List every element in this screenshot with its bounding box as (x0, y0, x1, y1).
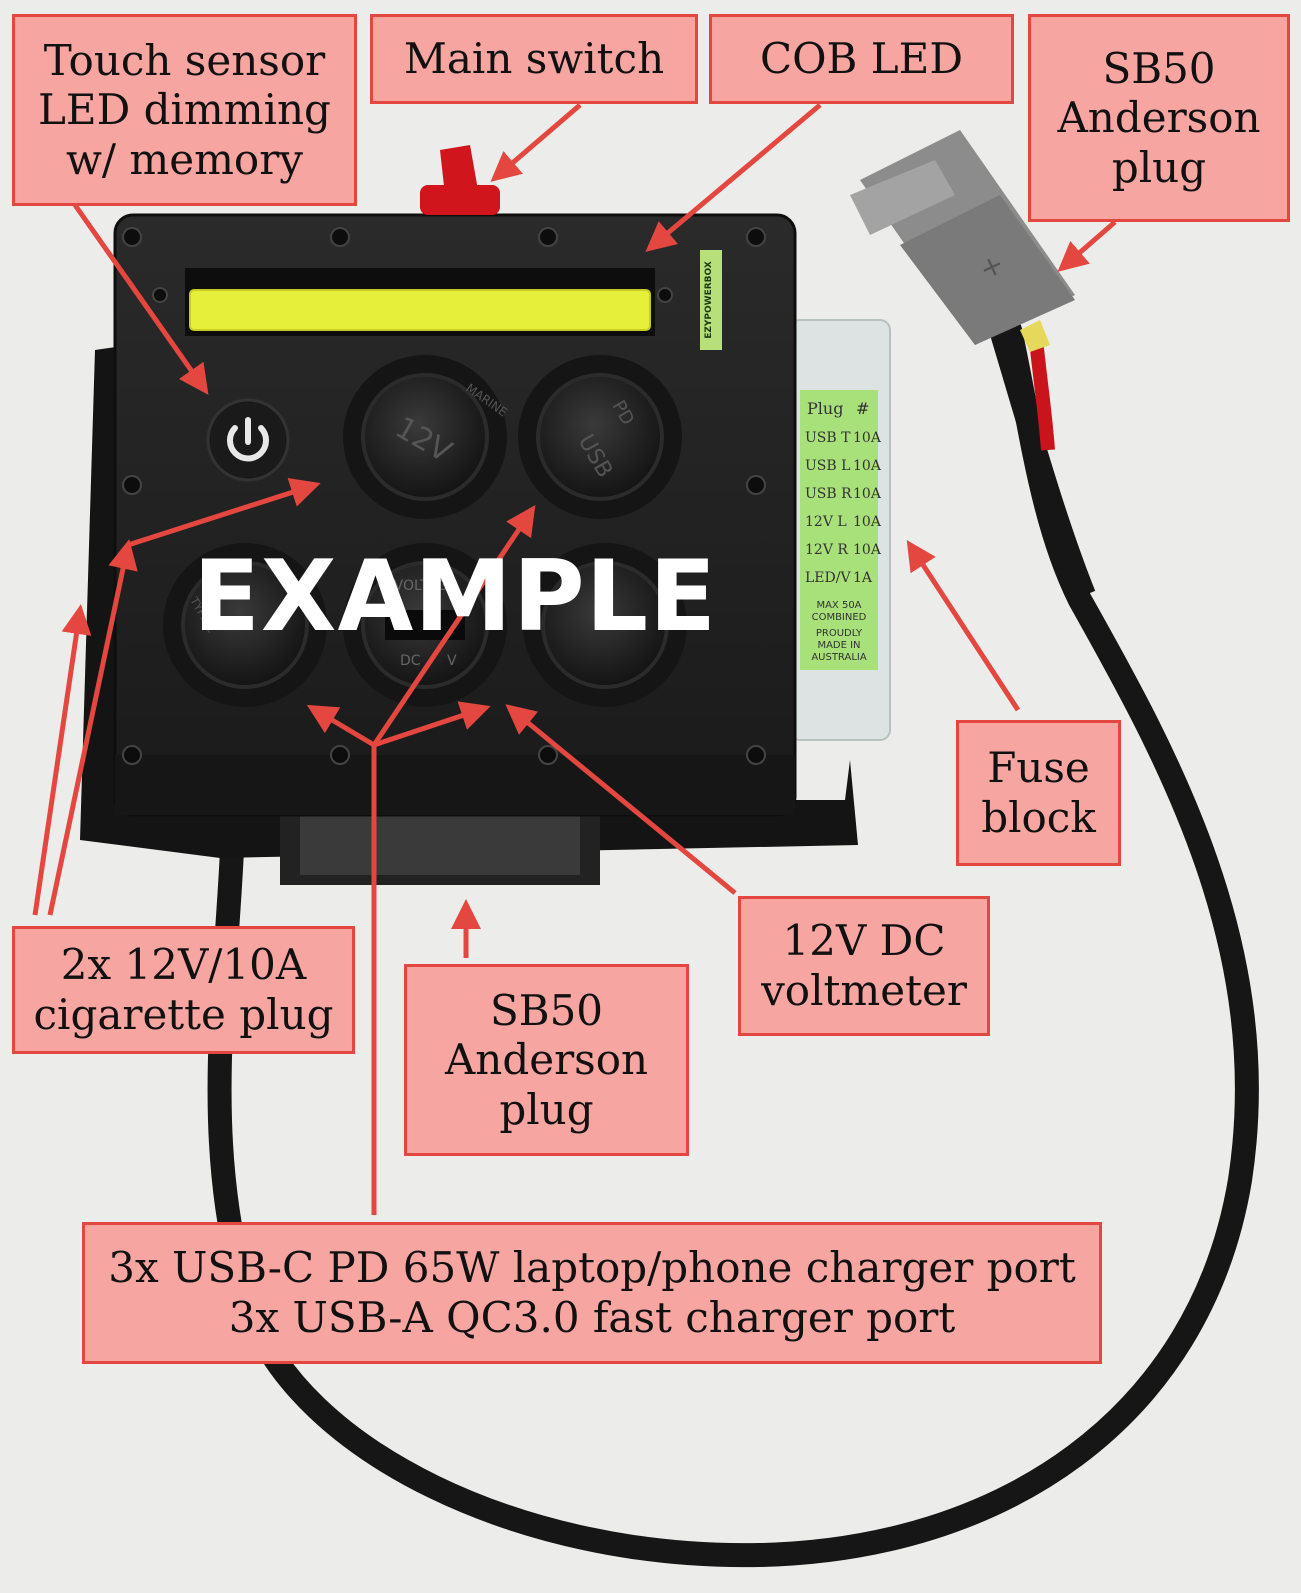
callout-anderson-bottom: SB50 Anderson plug (404, 964, 689, 1156)
callout-cigarette-line2: cigarette plug (33, 990, 334, 1039)
socket-usb-right (523, 543, 687, 707)
callout-anderson-bottom-line3: plug (499, 1084, 594, 1134)
screws (122, 227, 766, 765)
callout-voltmeter: 12V DC voltmeter (738, 896, 990, 1036)
fuse-row-amp: 10A (853, 458, 882, 474)
fuse-row-amp: 10A (853, 514, 882, 530)
callout-voltmeter-line2: voltmeter (761, 966, 967, 1015)
callout-touch-sensor: Touch sensor LED dimming w/ memory (12, 14, 357, 206)
fuse-row: LED/V (805, 570, 851, 586)
callout-anderson-bottom-line2: Anderson (444, 1035, 649, 1085)
arrow-voltmeter (505, 704, 737, 895)
arrow-anderson-top (1057, 220, 1117, 272)
callout-anderson-top-line2: Anderson (1057, 93, 1261, 143)
fuse-row: USB T (805, 430, 851, 446)
callout-main-switch: Main switch (370, 14, 698, 104)
callout-anderson-top-line3: plug (1111, 142, 1207, 192)
fuse-note: MAX 50A (816, 600, 861, 611)
arrow-fuse-block (906, 539, 1021, 712)
voltmeter-dc-text: DC (400, 653, 421, 669)
voltmeter-label-text: VOLTAGE (394, 578, 457, 594)
fuse-note: MADE IN (817, 640, 860, 651)
callout-usb-ports: 3x USB-C PD 65W laptop/phone charger por… (82, 1222, 1102, 1364)
fuse-header-plug: Plug (807, 399, 843, 418)
callout-usb-ports-line2: 3x USB-A QC3.0 fast charger port (228, 1293, 956, 1342)
callout-cob-led-line1: COB LED (759, 34, 963, 84)
callout-anderson-bottom-line1: SB50 (489, 985, 604, 1035)
fuse-row-amp: 10A (853, 486, 882, 502)
socket-usb-left: TYPE-C (163, 543, 327, 707)
callout-cob-led: COB LED (709, 14, 1014, 104)
fuse-row: 12V R (805, 542, 848, 558)
callout-touch-sensor-line2: LED dimming (38, 85, 331, 135)
callout-touch-sensor-line3: w/ memory (65, 134, 304, 184)
example-watermark: EXAMPLE (192, 540, 718, 654)
fuse-row: USB R (805, 486, 852, 502)
fuse-note: COMBINED (812, 612, 867, 623)
fuse-note: PROUDLY (816, 628, 863, 639)
fuse-row-amp: 10A (853, 542, 882, 558)
callout-main-switch-line1: Main switch (403, 34, 665, 84)
arrow-cigarette-2 (47, 539, 138, 916)
arrow-touch-sensor (72, 203, 209, 395)
callout-fuse-block: Fuse block (956, 720, 1121, 866)
callout-voltmeter-line1: 12V DC (782, 916, 946, 966)
callout-touch-sensor-line1: Touch sensor (43, 35, 326, 85)
callout-anderson-top: SB50 Anderson plug (1028, 14, 1290, 222)
cob-led (189, 289, 651, 331)
socket-usb-top: PD USB (518, 355, 682, 519)
fuse-row: 12V L (805, 514, 847, 530)
callout-anderson-top-line1: SB50 (1102, 43, 1216, 93)
fuse-row: USB L (805, 458, 850, 474)
voltmeter-v-text: V (447, 653, 457, 669)
arrow-main-switch (490, 103, 582, 182)
fuse-row-amp: 1A (853, 570, 873, 586)
callout-usb-ports-line1: 3x USB-C PD 65W laptop/phone charger por… (108, 1243, 1076, 1293)
callout-fuse-block-line2: block (981, 793, 1096, 842)
callout-arrows (32, 103, 1117, 1215)
fuse-header-num: # (856, 399, 869, 418)
fuse-block: Plug # USB T 10A USB L 10A USB R 10A 12V… (789, 319, 891, 741)
main-switch (420, 145, 500, 215)
socket-voltmeter: VOLTAGE DC V (343, 543, 507, 707)
brand-text: EZYPOWERBOX (704, 261, 714, 339)
arrow-usb-3 (371, 505, 536, 747)
arrow-cob-led (645, 103, 822, 252)
arrow-cigarette-3 (127, 478, 321, 548)
arrow-usb-2 (373, 701, 491, 748)
fuse-row-amp: 10A (853, 430, 882, 446)
callout-fuse-block-line1: Fuse (987, 743, 1090, 793)
callout-cigarette: 2x 12V/10A cigarette plug (12, 926, 355, 1054)
arrow-usb-1 (306, 704, 376, 748)
anderson-plug-top: + (850, 130, 1075, 352)
callout-cigarette-line1: 2x 12V/10A (60, 940, 307, 990)
arrow-cigarette-1 (32, 604, 92, 916)
fuse-note: AUSTRALIA (811, 652, 867, 663)
